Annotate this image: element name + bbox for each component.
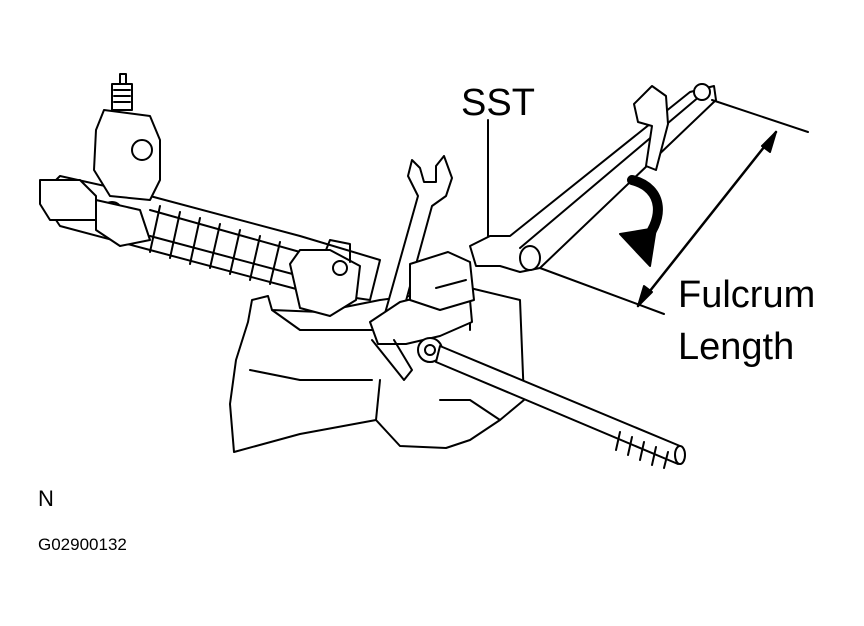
gear-valve-body — [39, 73, 161, 247]
tie-rod — [435, 345, 686, 469]
sst-label: SST — [461, 82, 535, 124]
figure-code: G02900132 — [38, 535, 127, 554]
sst-handle — [469, 83, 717, 273]
sst-jaw — [369, 251, 475, 381]
fulcrum-label: Fulcrum — [678, 274, 816, 316]
rotation-arrow-icon — [619, 175, 663, 267]
wrench — [381, 155, 453, 331]
length-label: Length — [678, 326, 795, 368]
orientation-letter: N — [38, 486, 54, 511]
fulcrum-dimension — [539, 99, 809, 315]
